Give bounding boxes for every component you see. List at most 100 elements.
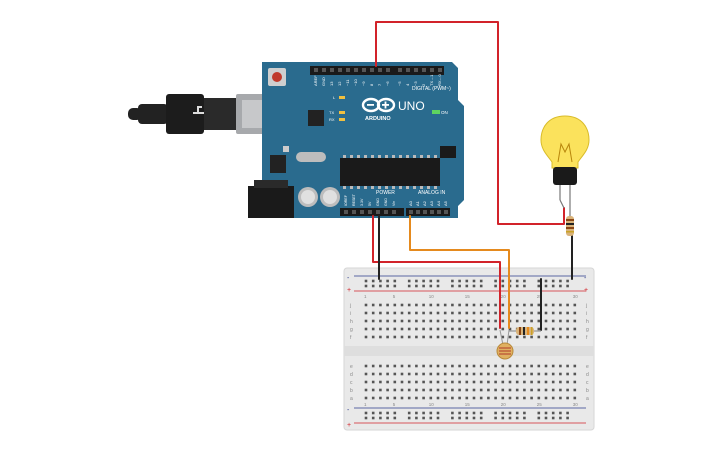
breadboard-hole[interactable] bbox=[379, 279, 382, 283]
breadboard-hole[interactable] bbox=[364, 319, 368, 323]
breadboard-hole[interactable] bbox=[472, 380, 476, 384]
breadboard-hole[interactable] bbox=[386, 372, 389, 376]
light-bulb-icon[interactable] bbox=[540, 115, 590, 216]
breadboard-hole[interactable] bbox=[451, 284, 454, 288]
breadboard-hole[interactable] bbox=[537, 411, 541, 415]
breadboard-hole[interactable] bbox=[501, 388, 505, 392]
breadboard-hole[interactable] bbox=[465, 311, 469, 315]
breadboard-hole[interactable] bbox=[429, 372, 433, 376]
analog-pin-hole[interactable] bbox=[444, 210, 448, 214]
breadboard-hole[interactable] bbox=[501, 327, 505, 331]
breadboard-hole[interactable] bbox=[400, 388, 404, 392]
breadboard-hole[interactable] bbox=[479, 303, 483, 307]
breadboard-hole[interactable] bbox=[551, 311, 555, 315]
breadboard-hole[interactable] bbox=[393, 335, 397, 339]
breadboard-hole[interactable] bbox=[379, 284, 382, 288]
breadboard-hole[interactable] bbox=[551, 335, 555, 339]
breadboard-hole[interactable] bbox=[400, 335, 404, 339]
breadboard-hole[interactable] bbox=[451, 416, 454, 420]
breadboard-hole[interactable] bbox=[515, 335, 519, 339]
breadboard-hole[interactable] bbox=[559, 364, 562, 368]
breadboard-hole[interactable] bbox=[501, 364, 505, 368]
breadboard-hole[interactable] bbox=[458, 388, 461, 392]
breadboard-hole[interactable] bbox=[523, 396, 526, 400]
breadboard-hole[interactable] bbox=[559, 319, 562, 323]
breadboard-hole[interactable] bbox=[393, 319, 397, 323]
breadboard-hole[interactable] bbox=[501, 396, 505, 400]
resistor-bulb[interactable] bbox=[566, 216, 574, 236]
digital-pin-hole[interactable] bbox=[346, 68, 350, 72]
breadboard-hole[interactable] bbox=[479, 416, 483, 420]
breadboard-hole[interactable] bbox=[443, 396, 447, 400]
analog-pin-hole[interactable] bbox=[430, 210, 434, 214]
breadboard-hole[interactable] bbox=[429, 416, 433, 420]
breadboard-hole[interactable] bbox=[371, 311, 375, 315]
breadboard-hole[interactable] bbox=[559, 388, 562, 392]
breadboard-hole[interactable] bbox=[566, 311, 569, 315]
breadboard-hole[interactable] bbox=[494, 279, 497, 283]
breadboard-hole[interactable] bbox=[515, 388, 519, 392]
breadboard-hole[interactable] bbox=[393, 279, 397, 283]
breadboard-hole[interactable] bbox=[508, 380, 512, 384]
breadboard-hole[interactable] bbox=[530, 303, 533, 307]
breadboard-hole[interactable] bbox=[407, 319, 411, 323]
breadboard-hole[interactable] bbox=[400, 319, 404, 323]
breadboard-hole[interactable] bbox=[487, 396, 490, 400]
breadboard-hole[interactable] bbox=[364, 380, 368, 384]
breadboard-hole[interactable] bbox=[566, 416, 569, 420]
breadboard-hole[interactable] bbox=[494, 327, 497, 331]
breadboard-hole[interactable] bbox=[422, 411, 425, 415]
breadboard-hole[interactable] bbox=[530, 380, 533, 384]
breadboard-hole[interactable] bbox=[364, 411, 368, 415]
breadboard-hole[interactable] bbox=[544, 380, 548, 384]
breadboard-hole[interactable] bbox=[566, 319, 569, 323]
breadboard-hole[interactable] bbox=[566, 279, 569, 283]
breadboard-hole[interactable] bbox=[566, 335, 569, 339]
breadboard-hole[interactable] bbox=[379, 303, 382, 307]
breadboard-hole[interactable] bbox=[415, 319, 418, 323]
breadboard-hole[interactable] bbox=[451, 327, 454, 331]
breadboard-hole[interactable] bbox=[451, 388, 454, 392]
breadboard-hole[interactable] bbox=[508, 416, 512, 420]
breadboard-hole[interactable] bbox=[436, 372, 440, 376]
digital-pin-hole[interactable] bbox=[338, 68, 342, 72]
breadboard-hole[interactable] bbox=[400, 372, 404, 376]
breadboard-hole[interactable] bbox=[494, 319, 497, 323]
breadboard-hole[interactable] bbox=[472, 416, 476, 420]
breadboard-hole[interactable] bbox=[479, 372, 483, 376]
breadboard-hole[interactable] bbox=[422, 335, 425, 339]
breadboard-hole[interactable] bbox=[436, 284, 440, 288]
breadboard-hole[interactable] bbox=[443, 327, 447, 331]
breadboard-hole[interactable] bbox=[537, 396, 541, 400]
breadboard-hole[interactable] bbox=[479, 364, 483, 368]
breadboard-hole[interactable] bbox=[371, 284, 375, 288]
breadboard-hole[interactable] bbox=[559, 396, 562, 400]
photoresistor-icon[interactable] bbox=[496, 329, 514, 360]
digital-pin-hole[interactable] bbox=[422, 68, 426, 72]
breadboard-hole[interactable] bbox=[393, 364, 397, 368]
breadboard-hole[interactable] bbox=[523, 279, 526, 283]
breadboard-hole[interactable] bbox=[501, 372, 505, 376]
power-pin-hole[interactable] bbox=[352, 210, 356, 214]
digital-pin-hole[interactable] bbox=[378, 68, 382, 72]
breadboard-hole[interactable] bbox=[458, 411, 461, 415]
breadboard-hole[interactable] bbox=[429, 327, 433, 331]
breadboard-hole[interactable] bbox=[386, 311, 389, 315]
breadboard-hole[interactable] bbox=[386, 303, 389, 307]
breadboard-hole[interactable] bbox=[479, 388, 483, 392]
breadboard-hole[interactable] bbox=[487, 303, 490, 307]
analog-pin-hole[interactable] bbox=[437, 210, 441, 214]
digital-pin-hole[interactable] bbox=[362, 68, 366, 72]
breadboard-hole[interactable] bbox=[479, 380, 483, 384]
breadboard-hole[interactable] bbox=[523, 319, 526, 323]
breadboard-hole[interactable] bbox=[451, 279, 454, 283]
breadboard-hole[interactable] bbox=[379, 335, 382, 339]
breadboard-hole[interactable] bbox=[551, 284, 555, 288]
breadboard-hole[interactable] bbox=[551, 364, 555, 368]
breadboard-hole[interactable] bbox=[544, 284, 548, 288]
breadboard-hole[interactable] bbox=[551, 416, 555, 420]
breadboard-hole[interactable] bbox=[487, 335, 490, 339]
breadboard-hole[interactable] bbox=[379, 380, 382, 384]
breadboard-hole[interactable] bbox=[386, 284, 389, 288]
breadboard-hole[interactable] bbox=[386, 411, 389, 415]
